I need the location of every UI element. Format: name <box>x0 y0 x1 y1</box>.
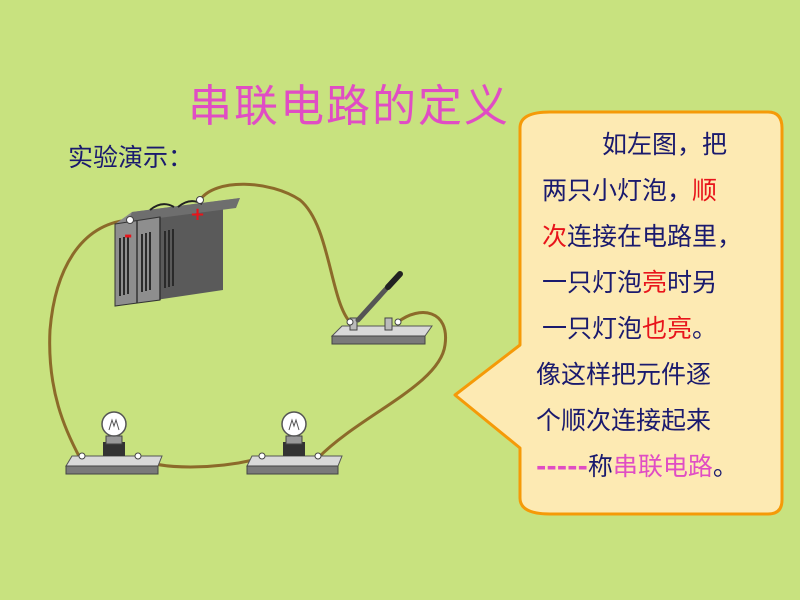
callout-line-2: 两只小灯泡，顺 <box>528 168 768 214</box>
callout-line-5-text: 一只灯泡 <box>542 314 643 343</box>
emphasis-shun: 顺 <box>692 176 718 205</box>
emphasis-liang: 亮 <box>642 268 668 297</box>
callout-line-3-text: 连接在电路里， <box>567 222 743 251</box>
battery-icon <box>114 196 240 307</box>
callout-line-8-text: 称 <box>587 452 613 481</box>
page-title: 串联电路的定义 <box>188 81 510 132</box>
wire-switch-to-bulb2 <box>316 311 447 460</box>
emphasis-ci: 次 <box>542 222 568 251</box>
callout-line-4: 一只灯泡亮时另 <box>528 260 768 306</box>
callout-dashes: ----- <box>536 452 588 481</box>
callout-line-5-tail: 。 <box>692 314 718 343</box>
callout-line-3: 次连接在电路里， <box>528 214 768 260</box>
wire-battery-to-switch <box>198 182 352 324</box>
callout-line-4-tail: 时另 <box>667 268 718 297</box>
term-series-circuit: 串联电路 <box>612 452 713 481</box>
bulb-icon-1 <box>65 411 163 475</box>
wire-battery-to-bulb1 <box>48 218 130 460</box>
callout-line-4-text: 一只灯泡 <box>542 268 643 297</box>
callout-line-5: 一只灯泡也亮。 <box>528 306 768 352</box>
battery-plus-label: + <box>190 204 205 225</box>
battery-minus-label: - <box>124 223 132 247</box>
switch-icon <box>330 271 433 345</box>
callout-line-1: 如左图，把 <box>602 130 728 159</box>
callout-line-8-tail: 。 <box>712 452 738 481</box>
callout-line-8: -----称串联电路。 <box>528 444 768 490</box>
callout-line-7: 个顺次连接起来 <box>536 406 712 435</box>
experiment-label: 实验演示： <box>68 143 194 172</box>
emphasis-ye-liang: 也亮 <box>642 314 693 343</box>
bulb-icon-2 <box>246 411 343 475</box>
callout-text: 如左图，把 两只小灯泡，顺 次连接在电路里， 一只灯泡亮时另 一只灯泡也亮。 像… <box>528 122 768 490</box>
callout-line-6: 像这样把元件逐 <box>536 360 712 389</box>
callout-line-2-text: 两只小灯泡， <box>542 176 693 205</box>
